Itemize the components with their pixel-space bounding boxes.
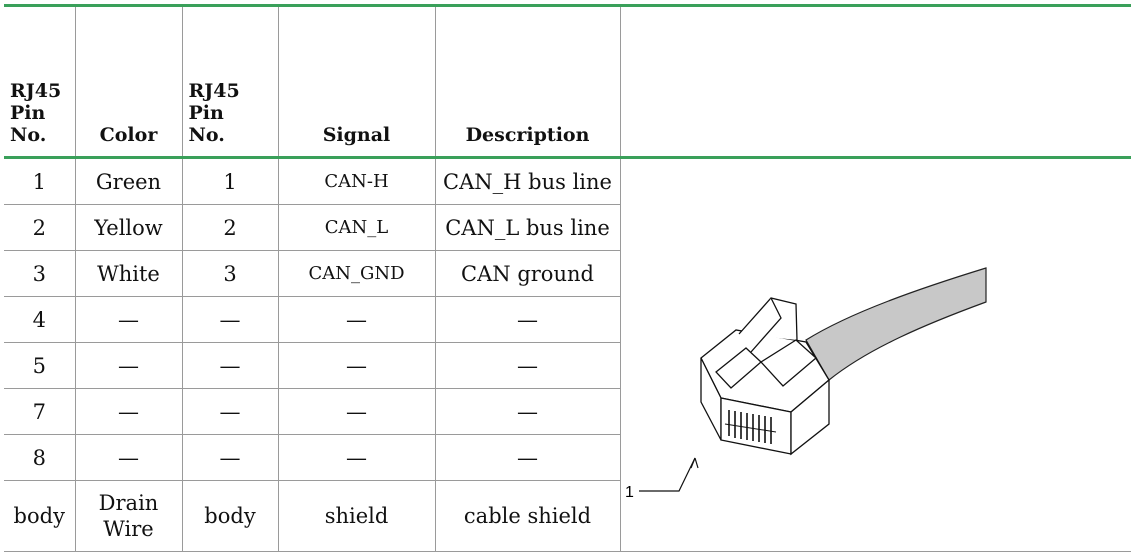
cell-pin2: 1: [181, 157, 279, 205]
cell-signal: —: [277, 342, 436, 389]
cell-pin1: body: [4, 480, 76, 552]
cell-description: cable shield: [434, 480, 621, 552]
cell-pin2: —: [181, 296, 279, 343]
table-row: 1 Green 1 CAN-H CAN_H bus line: [4, 157, 1131, 552]
cell-pin1: 4: [4, 296, 76, 343]
top-rule: [4, 4, 1131, 7]
cell-color: —: [74, 342, 183, 389]
cell-pin2: 2: [181, 204, 279, 251]
rj45-connector-figure-cell: 1: [619, 157, 1131, 552]
header-rj45-pin-no-1: RJ45 Pin No.: [4, 7, 76, 159]
cell-pin1: 5: [4, 342, 76, 389]
cell-description: —: [434, 342, 621, 389]
cell-pin2: —: [181, 342, 279, 389]
cell-pin1: 3: [4, 250, 76, 297]
cell-pin1: 8: [4, 434, 76, 481]
cell-pin2: —: [181, 434, 279, 481]
cell-description: CAN ground: [434, 250, 621, 297]
pinout-table-wrapper: RJ45 Pin No. Color RJ45 Pin No. Signal D…: [4, 4, 1131, 552]
cell-description: CAN_H bus line: [434, 157, 621, 205]
cell-color-line: Wire: [103, 517, 154, 541]
header-signal: Signal: [277, 7, 436, 159]
header-line: RJ45: [188, 80, 240, 102]
cell-signal: —: [277, 296, 436, 343]
cell-pin1: 1: [4, 157, 76, 205]
header-color: Color: [74, 7, 183, 159]
rj45-plug-icon: [699, 297, 830, 456]
cell-pin2: —: [181, 388, 279, 435]
cell-signal: CAN_L: [277, 204, 436, 251]
pin1-leader-line: [638, 457, 696, 492]
cell-signal: shield: [277, 480, 436, 552]
header-line: Pin: [10, 102, 46, 124]
table-row: 3 White 3 CAN_GND CAN ground: [4, 250, 1131, 297]
cell-description: —: [434, 388, 621, 435]
cell-color-line: Drain: [98, 491, 159, 515]
table-row: 5 — — — —: [4, 342, 1131, 389]
cell-color: —: [74, 388, 183, 435]
cell-signal: CAN_GND: [277, 250, 436, 297]
cell-pin2: body: [181, 480, 279, 552]
cell-description: —: [434, 296, 621, 343]
header-line: RJ45: [10, 80, 62, 102]
header-line: No.: [10, 124, 47, 146]
rj45-pinout-table: RJ45 Pin No. Color RJ45 Pin No. Signal D…: [4, 7, 1131, 552]
cell-color: —: [74, 434, 183, 481]
table-row: 2 Yellow 2 CAN_L CAN_L bus line: [4, 204, 1131, 251]
cell-signal: —: [277, 434, 436, 481]
header-row: RJ45 Pin No. Color RJ45 Pin No. Signal D…: [4, 7, 1131, 159]
cell-pin1: 7: [4, 388, 76, 435]
header-line: No.: [188, 124, 225, 146]
rj45-connector-figure: 1: [625, 267, 987, 501]
cell-color: Yellow: [74, 204, 183, 251]
cell-pin1: 2: [4, 204, 76, 251]
cell-color: —: [74, 296, 183, 343]
table-row: 7 — — — —: [4, 388, 1131, 435]
cell-color: Drain Wire: [74, 480, 183, 552]
header-description: Description: [434, 7, 621, 159]
cable-icon: [804, 267, 987, 381]
header-rj45-pin-no-2: RJ45 Pin No.: [181, 7, 279, 159]
cell-description: CAN_L bus line: [434, 204, 621, 251]
pin1-label: 1: [625, 484, 634, 501]
table-row: 4 — — — —: [4, 296, 1131, 343]
cell-color: White: [74, 250, 183, 297]
cell-signal: CAN-H: [277, 157, 436, 205]
cell-signal: —: [277, 388, 436, 435]
header-figure-blank: [619, 7, 1131, 159]
cell-pin2: 3: [181, 250, 279, 297]
cell-color: Green: [74, 157, 183, 205]
contact-pins-icon: [724, 410, 776, 444]
header-line: Pin: [188, 102, 224, 124]
cell-description: —: [434, 434, 621, 481]
